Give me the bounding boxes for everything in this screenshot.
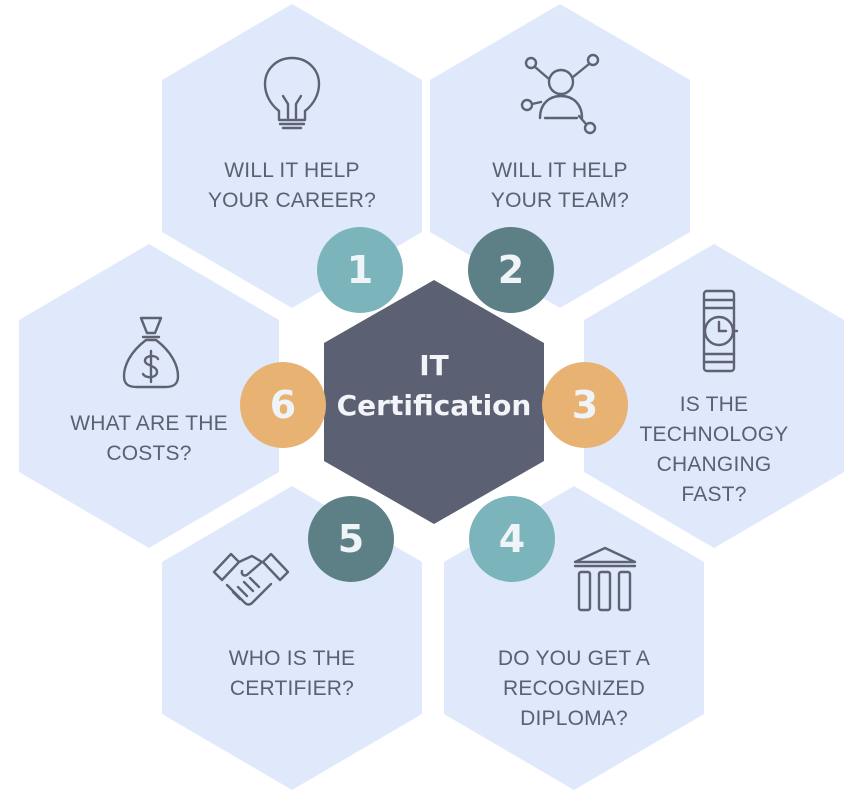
label-career-line2: YOUR CAREER? [207,189,377,212]
lightbulb-icon [263,56,321,130]
badge-3: 3 [542,362,628,448]
label-diploma: DO YOU GET A RECOGNIZED DIPLOMA? [459,644,689,734]
label-costs-line1: WHAT ARE THE [70,412,228,435]
label-diploma-line3: DIPLOMA? [520,707,628,730]
badge-1: 1 [317,227,403,313]
label-team: WILL IT HELP YOUR TEAM? [450,156,670,216]
label-certifier-line1: WHO IS THE [228,647,356,670]
badge-5: 5 [308,496,394,582]
hex-technology [584,244,844,548]
label-diploma-line1: DO YOU GET A [497,647,651,670]
hex-costs [19,244,279,548]
label-technology-line2: TECHNOLOGY [639,423,789,446]
badge-2-number: 2 [497,248,525,292]
label-costs: WHAT ARE THE COSTS? [34,409,264,469]
money-bag-icon [122,316,180,389]
label-technology-line1: IS THE [679,393,749,416]
badge-3-number: 3 [571,383,599,427]
label-career-line1: WILL IT HELP [224,159,360,182]
badge-4-number: 4 [498,517,526,561]
label-career: WILL IT HELP YOUR CAREER? [182,156,402,216]
watch-icon [702,289,739,373]
badge-4: 4 [469,496,555,582]
team-network-icon [520,53,600,135]
badge-6-number: 6 [269,383,297,427]
label-costs-line2: COSTS? [106,442,192,465]
label-technology-line3: CHANGING [656,453,772,476]
label-technology-line4: FAST? [681,483,747,506]
badge-2: 2 [468,227,554,313]
label-certifier: WHO IS THE CERTIFIER? [182,644,402,704]
label-diploma-line2: RECOGNIZED [502,677,645,700]
badge-1-number: 1 [346,248,374,292]
label-team-line2: YOUR TEAM? [490,189,630,212]
handshake-icon [212,552,290,606]
label-certifier-line2: CERTIFIER? [229,677,355,700]
label-team-line1: WILL IT HELP [492,159,628,182]
center-title-line1: IT [419,349,449,382]
badge-6: 6 [240,362,326,448]
label-technology: IS THE TECHNOLOGY CHANGING FAST? [614,390,814,510]
institution-icon [573,546,637,612]
center-title-line2: Certification [336,389,532,422]
center-title: IT Certification [334,346,534,426]
badge-5-number: 5 [337,517,365,561]
hex-center [324,280,544,524]
